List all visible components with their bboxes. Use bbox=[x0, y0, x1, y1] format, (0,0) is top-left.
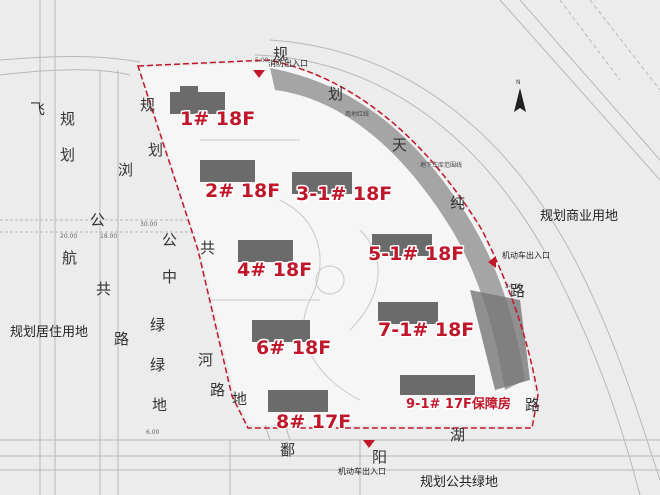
building-label-7: 7-1# 18F bbox=[378, 319, 474, 341]
dimension-6: 6.00 bbox=[146, 429, 160, 436]
road-char: 公 bbox=[162, 231, 177, 249]
dimension-3: 30.00 bbox=[140, 221, 157, 228]
tower-footprint-1 bbox=[170, 92, 225, 114]
building-label-1: 1# 18F bbox=[180, 108, 255, 130]
tower-footprint-2 bbox=[200, 160, 255, 182]
tower-footprints bbox=[170, 86, 475, 412]
zone-residential-label: 规划居住用地 bbox=[10, 325, 88, 340]
building-label-6: 6# 18F bbox=[256, 337, 331, 359]
gate-markers bbox=[253, 70, 496, 448]
road-char: 共 bbox=[200, 239, 215, 257]
road-char: 中 bbox=[162, 268, 177, 286]
road-name-liuzhonghe: 浏 中 河 bbox=[118, 161, 213, 369]
road-char: 划 bbox=[60, 146, 75, 164]
building-label-4: 4# 18F bbox=[237, 259, 312, 281]
road-char: 河 bbox=[198, 351, 213, 369]
road-name-yanghu: 鄱 阳 湖 路 bbox=[280, 396, 540, 466]
building-label-2: 2# 18F bbox=[205, 180, 280, 202]
road-name-green-chars: 绿 绿 地 地 路 bbox=[150, 316, 247, 414]
tower-footprint-4 bbox=[238, 240, 293, 262]
dimension-5: 5.00 bbox=[255, 57, 269, 64]
road-char: 绿 bbox=[150, 316, 165, 334]
building-label-3: 3-1# 18F bbox=[296, 183, 392, 205]
dimension-4: 24.00 bbox=[505, 283, 522, 290]
road-char: 地 bbox=[152, 396, 167, 414]
dimension-1: 20.00 bbox=[60, 233, 77, 240]
fire-gate-label: 消防出入口 bbox=[268, 58, 308, 68]
road-char: 天 bbox=[392, 136, 407, 154]
road-char: 路 bbox=[114, 330, 129, 348]
building-label-5: 5-1# 18F bbox=[368, 243, 464, 265]
building-label-9: 9-1# 17F保障房 bbox=[406, 396, 511, 412]
road-name-guihua-tianchunlu: 规 划 天 纯 路 bbox=[273, 45, 525, 300]
underground-garage-label: 地下车库范围线 bbox=[420, 161, 462, 169]
tower-footprint-6 bbox=[252, 320, 310, 342]
road-char: 飞 bbox=[30, 100, 45, 118]
road-char: 公 bbox=[90, 211, 105, 229]
road-char: 浏 bbox=[118, 161, 133, 179]
road-char: 规 bbox=[60, 110, 75, 128]
zone-public-green-label: 规划公共绿地 bbox=[420, 475, 498, 490]
site-boundary-redline bbox=[136, 59, 539, 429]
east-vehicle-gate-arrow-icon bbox=[488, 256, 496, 268]
road-char: 鄱 bbox=[280, 441, 295, 459]
dimension-2: 18.00 bbox=[100, 233, 117, 240]
road-char: 路 bbox=[525, 396, 540, 414]
east-podium-block bbox=[470, 290, 530, 390]
road-char: 共 bbox=[96, 280, 111, 298]
north-arrow-label: N bbox=[516, 79, 521, 86]
road-char: 阳 bbox=[372, 448, 387, 466]
east-vehicle-gate-label: 机动车出入口 bbox=[502, 250, 550, 260]
road-char: 路 bbox=[510, 282, 525, 300]
north-arrow: N bbox=[514, 79, 526, 112]
south-vehicle-gate-arrow-icon bbox=[363, 440, 375, 448]
road-name-lu-west: 路 bbox=[114, 330, 129, 348]
building-label-8: 8# 17F bbox=[276, 411, 351, 433]
zone-commercial-label: 规划商业用地 bbox=[540, 209, 618, 224]
road-char: 湖 bbox=[450, 426, 465, 444]
road-char: 纯 bbox=[450, 194, 465, 212]
north-arrow-icon bbox=[514, 88, 526, 112]
setback-label: 用地红线 bbox=[345, 110, 369, 118]
road-char: 航 bbox=[62, 249, 77, 267]
road-char: 规 bbox=[140, 96, 155, 114]
tower-footprint-7 bbox=[378, 302, 438, 324]
fire-gate-arrow-icon bbox=[253, 70, 265, 78]
road-char: 绿 bbox=[150, 356, 165, 374]
tower-footprint-5 bbox=[372, 234, 432, 256]
road-name-feihang: 飞 航 bbox=[30, 100, 77, 267]
south-vehicle-gate-label: 机动车出入口 bbox=[338, 466, 386, 476]
landscape-paths bbox=[200, 139, 379, 401]
tower-footprint-3 bbox=[292, 172, 352, 194]
road-char: 路 bbox=[210, 381, 225, 399]
road-name-guihua-gonggong-mid: 规 划 公 共 bbox=[140, 96, 215, 257]
road-char: 划 bbox=[328, 85, 343, 103]
road-name-guihua-gonggong-west: 规 划 公 共 bbox=[60, 110, 111, 298]
tower-footprint-8 bbox=[268, 390, 328, 412]
tower-footprint-9 bbox=[400, 375, 475, 395]
road-char: 地 bbox=[232, 390, 247, 408]
road-char: 规 bbox=[273, 45, 288, 63]
site-parcel bbox=[140, 62, 535, 425]
road-char: 划 bbox=[148, 141, 163, 159]
